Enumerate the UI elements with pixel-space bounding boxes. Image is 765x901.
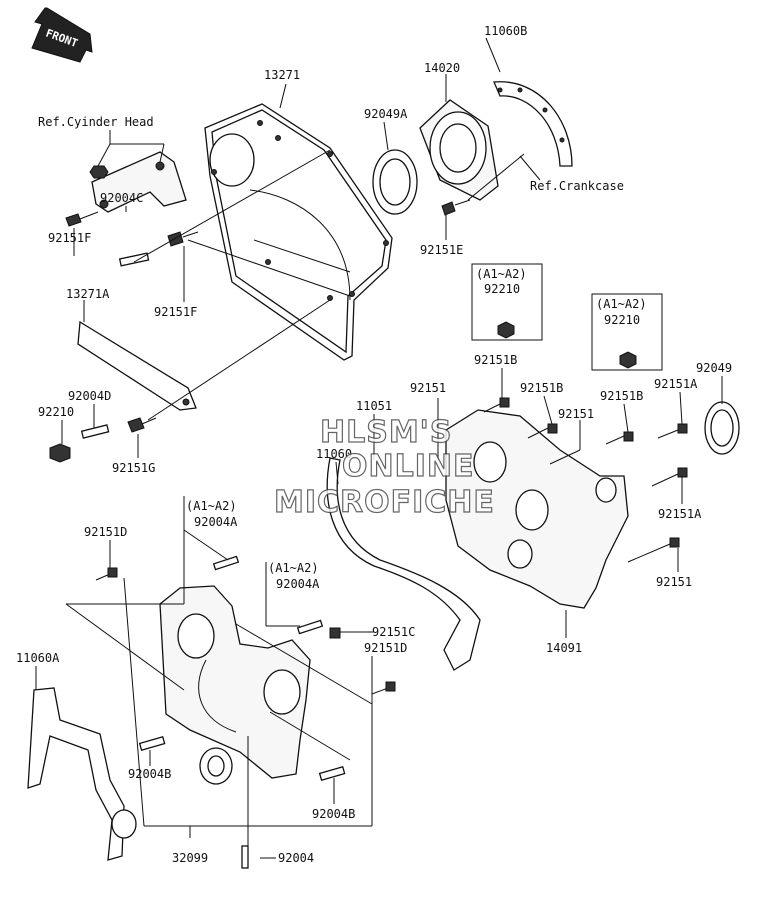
label-11051: 11051 bbox=[356, 399, 392, 413]
gasket-11060 bbox=[326, 457, 481, 671]
nut-92210-left bbox=[49, 443, 71, 463]
bolt-92151C bbox=[329, 627, 341, 639]
label-92151A-2: 92151A bbox=[658, 507, 702, 521]
bracket-cylinder-head bbox=[89, 151, 187, 213]
oil-seal-92049A bbox=[372, 149, 418, 215]
label-92210-1: 92210 bbox=[38, 405, 74, 419]
label-92049: 92049 bbox=[696, 361, 732, 375]
label-14020: 14020 bbox=[424, 61, 460, 75]
label-92004C: 92004C bbox=[100, 191, 143, 205]
label-a1a2-2: (A1~A2) bbox=[596, 297, 647, 311]
label-92151-1: 92151 bbox=[410, 381, 446, 395]
bolt-92151D-right bbox=[371, 681, 396, 695]
bolt-92151F-mid bbox=[167, 231, 199, 247]
label-92151D-2: 92151D bbox=[364, 641, 407, 655]
label-92004A-2: 92004A bbox=[276, 577, 320, 591]
label-92004D: 92004D bbox=[68, 389, 111, 403]
bracket-13271A bbox=[77, 320, 197, 411]
label-32099: 32099 bbox=[172, 851, 208, 865]
label-92151-3: 92151 bbox=[656, 575, 692, 589]
stud-92004C bbox=[118, 252, 150, 267]
label-92004: 92004 bbox=[278, 851, 314, 865]
stud-92004A-2 bbox=[296, 619, 324, 635]
bolt-92151E bbox=[441, 199, 471, 216]
label-92151C: 92151C bbox=[372, 625, 415, 639]
stud-92004 bbox=[241, 845, 249, 869]
label-11060B: 11060B bbox=[484, 24, 527, 38]
front-cover-assembly bbox=[159, 585, 311, 779]
gasket-11060B bbox=[493, 81, 573, 167]
bolt-92151G bbox=[127, 417, 157, 433]
bolt-92151D-left bbox=[95, 567, 118, 581]
label-92004B-2: 92004B bbox=[312, 807, 355, 821]
oil-seal-92049 bbox=[704, 401, 740, 455]
label-92151-2: 92151 bbox=[558, 407, 594, 421]
nut-92210-box-2 bbox=[591, 293, 663, 371]
seal-ring-32099 bbox=[199, 747, 233, 785]
leader-lines bbox=[35, 37, 723, 859]
stud-92004B-2 bbox=[318, 766, 346, 781]
label-92151F-2: 92151F bbox=[154, 305, 197, 319]
label-92049A: 92049A bbox=[364, 107, 408, 121]
label-92151D-1: 92151D bbox=[84, 525, 127, 539]
label-ref-cylinder-head: Ref.Cyinder Head bbox=[38, 115, 154, 129]
stud-92004B-1 bbox=[138, 736, 166, 751]
label-11060: 11060 bbox=[316, 447, 352, 461]
nut-92210-box-1 bbox=[471, 263, 543, 341]
stud-92004D bbox=[80, 424, 110, 439]
watermark-line-2: ONLINE bbox=[342, 449, 475, 484]
label-92151G: 92151G bbox=[112, 461, 155, 475]
timing-cover-14091 bbox=[445, 409, 629, 609]
label-13271A: 13271A bbox=[66, 287, 110, 301]
watermark-line-1: HLSM'S bbox=[320, 415, 452, 450]
stud-92004A-1 bbox=[212, 555, 240, 571]
label-ref-crankcase: Ref.Crankcase bbox=[530, 179, 624, 193]
label-92210-3: 92210 bbox=[604, 313, 640, 327]
label-13271: 13271 bbox=[264, 68, 300, 82]
label-92151E: 92151E bbox=[420, 243, 463, 257]
bolt-92151F-left bbox=[65, 211, 99, 227]
front-arrow-icon: FRONT bbox=[31, 7, 93, 63]
label-92004B-1: 92004B bbox=[128, 767, 171, 781]
label-a1a2-4: (A1~A2) bbox=[268, 561, 319, 575]
label-14091: 14091 bbox=[546, 641, 582, 655]
label-92151F-1: 92151F bbox=[48, 231, 91, 245]
label-92151B-1: 92151B bbox=[474, 353, 517, 367]
plate-13271 bbox=[204, 103, 393, 361]
watermark-line-3: MICROFICHE bbox=[274, 485, 495, 520]
bolts-right-group bbox=[483, 397, 688, 563]
label-a1a2-1: (A1~A2) bbox=[476, 267, 527, 281]
label-a1a2-3: (A1~A2) bbox=[186, 499, 237, 513]
part-labels: 13271 Ref.Cyinder Head 92004C 92151F 921… bbox=[16, 24, 732, 865]
watermark: HLSM'S ONLINE MICROFICHE bbox=[273, 414, 495, 520]
label-92004A-1: 92004A bbox=[194, 515, 238, 529]
label-92151B-3: 92151B bbox=[600, 389, 643, 403]
label-92151B-2: 92151B bbox=[520, 381, 563, 395]
label-11060A: 11060A bbox=[16, 651, 60, 665]
gasket-11060A bbox=[27, 687, 137, 861]
label-92151A-1: 92151A bbox=[654, 377, 698, 391]
seal-housing-14020 bbox=[419, 99, 499, 201]
label-92210-2: 92210 bbox=[484, 282, 520, 296]
